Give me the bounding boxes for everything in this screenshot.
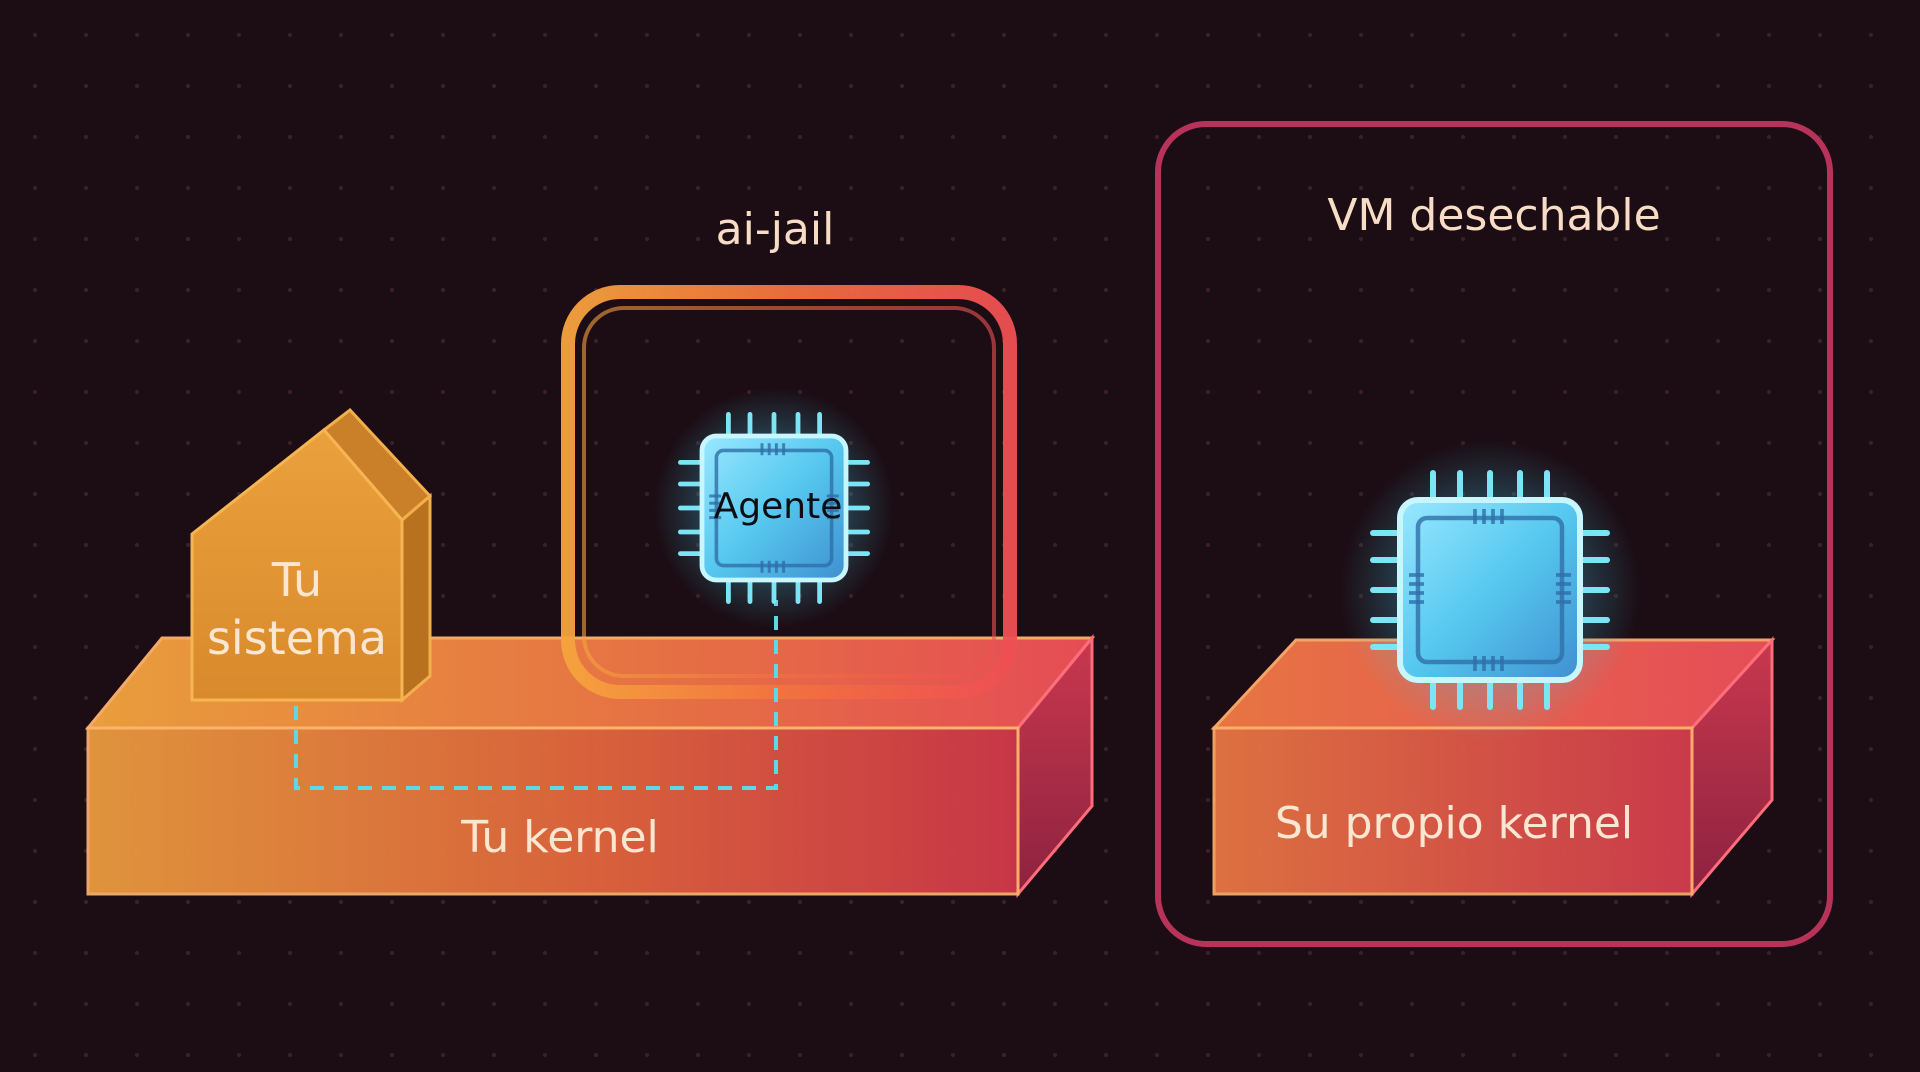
- house-icon: [190, 407, 433, 704]
- jail-title: ai-jail: [716, 204, 835, 255]
- connector-line: [294, 600, 778, 790]
- vm-title: VM desechable: [1327, 190, 1660, 241]
- vm-kernel-label: Su propio kernel: [1275, 798, 1633, 849]
- vm-frame: [1155, 121, 1833, 947]
- system-label-line1: Tu: [271, 553, 322, 607]
- vm-chip-icon: [1340, 440, 1640, 740]
- host-kernel-label: Tu kernel: [460, 812, 659, 863]
- system-label-line2: sistema: [207, 611, 387, 665]
- agent-label: Agente: [714, 486, 843, 527]
